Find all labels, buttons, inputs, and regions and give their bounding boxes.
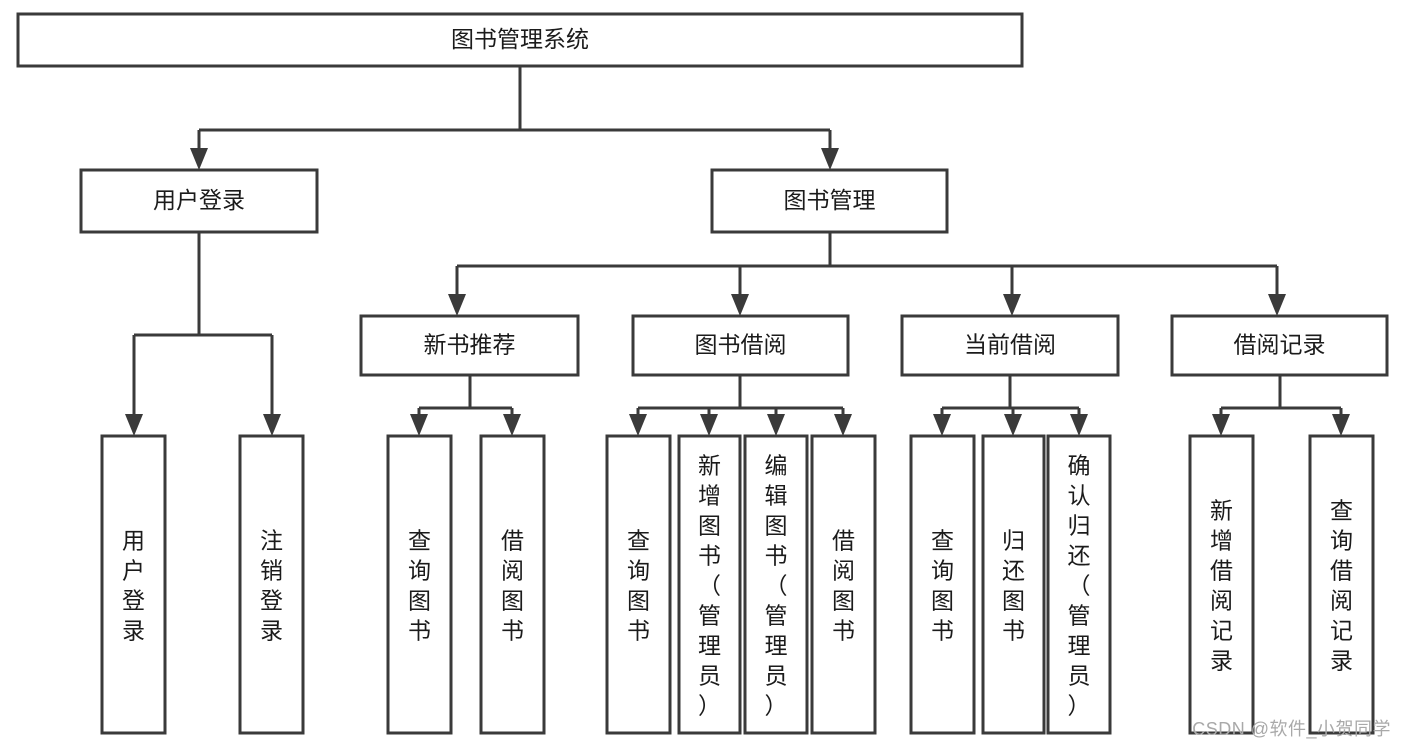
arrow-head-icon: [1004, 414, 1022, 436]
node-level2-0[interactable]: 用户登录: [79, 168, 319, 234]
node-leaf-1[interactable]: 注销登录: [238, 434, 305, 735]
node-leaf-7-label: 借阅图书: [832, 528, 855, 644]
node-level2-1-box[interactable]: [710, 168, 949, 234]
arrow-head-icon: [503, 414, 521, 436]
arrow-head-icon: [263, 414, 281, 436]
node-layer: 图书管理系统用户登录图书管理新书推荐图书借阅当前借阅借阅记录用户登录注销登录查询…: [16, 12, 1389, 735]
node-leaf-10-box[interactable]: [1046, 434, 1112, 735]
node-level3-1-label: 图书借阅: [695, 332, 787, 358]
arrow-head-icon: [629, 414, 647, 436]
node-leaf-10[interactable]: 确认归还（管理员）: [1046, 434, 1112, 735]
node-level3-2-label: 当前借阅: [964, 332, 1056, 358]
node-root-label: 图书管理系统: [451, 26, 589, 52]
node-leaf-9-box[interactable]: [981, 434, 1046, 735]
node-level3-1-box[interactable]: [631, 314, 850, 377]
node-level3-2-box[interactable]: [900, 314, 1120, 377]
arrow-head-icon: [410, 414, 428, 436]
node-leaf-0[interactable]: 用户登录: [100, 434, 167, 735]
node-leaf-6[interactable]: 编辑图书（管理员）: [743, 434, 809, 735]
node-leaf-10-label: 确认归还（管理员）: [1068, 453, 1091, 719]
node-leaf-11[interactable]: 新增借阅记录: [1188, 434, 1255, 735]
arrow-head-icon: [1070, 414, 1088, 436]
node-leaf-5[interactable]: 新增图书（管理员）: [677, 434, 742, 735]
node-leaf-8[interactable]: 查询图书: [909, 434, 976, 735]
node-leaf-4-box[interactable]: [605, 434, 672, 735]
connector-layer: [125, 66, 1350, 436]
node-leaf-6-label: 编辑图书（管理员）: [765, 453, 788, 719]
node-leaf-9[interactable]: 归还图书: [981, 434, 1046, 735]
node-leaf-3-label: 借阅图书: [501, 528, 524, 644]
node-level3-3-box[interactable]: [1170, 314, 1389, 377]
node-leaf-8-box[interactable]: [909, 434, 976, 735]
node-leaf-12-box[interactable]: [1308, 434, 1375, 735]
node-leaf-7-box[interactable]: [810, 434, 877, 735]
arrow-head-icon: [821, 148, 839, 170]
node-leaf-12-label: 查询借阅记录: [1330, 498, 1353, 674]
node-leaf-6-box[interactable]: [743, 434, 809, 735]
arrow-head-icon: [1003, 294, 1021, 316]
arrow-head-icon: [1332, 414, 1350, 436]
node-level3-0-box[interactable]: [359, 314, 580, 377]
node-root[interactable]: 图书管理系统: [16, 12, 1024, 68]
node-leaf-2-box[interactable]: [386, 434, 453, 735]
node-leaf-2-label: 查询图书: [408, 528, 431, 644]
node-level2-0-label: 用户登录: [153, 187, 245, 213]
node-leaf-4[interactable]: 查询图书: [605, 434, 672, 735]
node-level2-1[interactable]: 图书管理: [710, 168, 949, 234]
node-leaf-0-box[interactable]: [100, 434, 167, 735]
arrow-head-icon: [700, 414, 718, 436]
node-leaf-11-box[interactable]: [1188, 434, 1255, 735]
node-leaf-1-box[interactable]: [238, 434, 305, 735]
arrow-head-icon: [190, 148, 208, 170]
node-level3-3[interactable]: 借阅记录: [1170, 314, 1389, 377]
node-leaf-8-label: 查询图书: [931, 528, 954, 644]
node-leaf-4-label: 查询图书: [627, 528, 650, 644]
node-leaf-12[interactable]: 查询借阅记录: [1308, 434, 1375, 735]
node-leaf-5-box[interactable]: [677, 434, 742, 735]
node-leaf-2[interactable]: 查询图书: [386, 434, 453, 735]
node-leaf-7[interactable]: 借阅图书: [810, 434, 877, 735]
arrow-head-icon: [731, 294, 749, 316]
arrow-head-icon: [1268, 294, 1286, 316]
node-leaf-0-label: 用户登录: [122, 528, 145, 644]
node-leaf-11-label: 新增借阅记录: [1210, 498, 1233, 674]
arrow-head-icon: [1212, 414, 1230, 436]
node-level3-0[interactable]: 新书推荐: [359, 314, 580, 377]
node-leaf-9-label: 归还图书: [1002, 528, 1025, 644]
node-leaf-5-label: 新增图书（管理员）: [698, 453, 721, 719]
node-level3-1[interactable]: 图书借阅: [631, 314, 850, 377]
node-level3-0-label: 新书推荐: [424, 332, 516, 358]
node-leaf-1-label: 注销登录: [260, 528, 283, 644]
node-level3-2[interactable]: 当前借阅: [900, 314, 1120, 377]
node-leaf-3-box[interactable]: [479, 434, 546, 735]
arrow-head-icon: [933, 414, 951, 436]
node-root-box[interactable]: [16, 12, 1024, 68]
node-level2-1-label: 图书管理: [784, 187, 876, 213]
node-level2-0-box[interactable]: [79, 168, 319, 234]
node-level3-3-label: 借阅记录: [1234, 332, 1326, 358]
arrow-head-icon: [448, 294, 466, 316]
node-leaf-3[interactable]: 借阅图书: [479, 434, 546, 735]
arrow-head-icon: [125, 414, 143, 436]
arrow-head-icon: [767, 414, 785, 436]
arrow-head-icon: [834, 414, 852, 436]
